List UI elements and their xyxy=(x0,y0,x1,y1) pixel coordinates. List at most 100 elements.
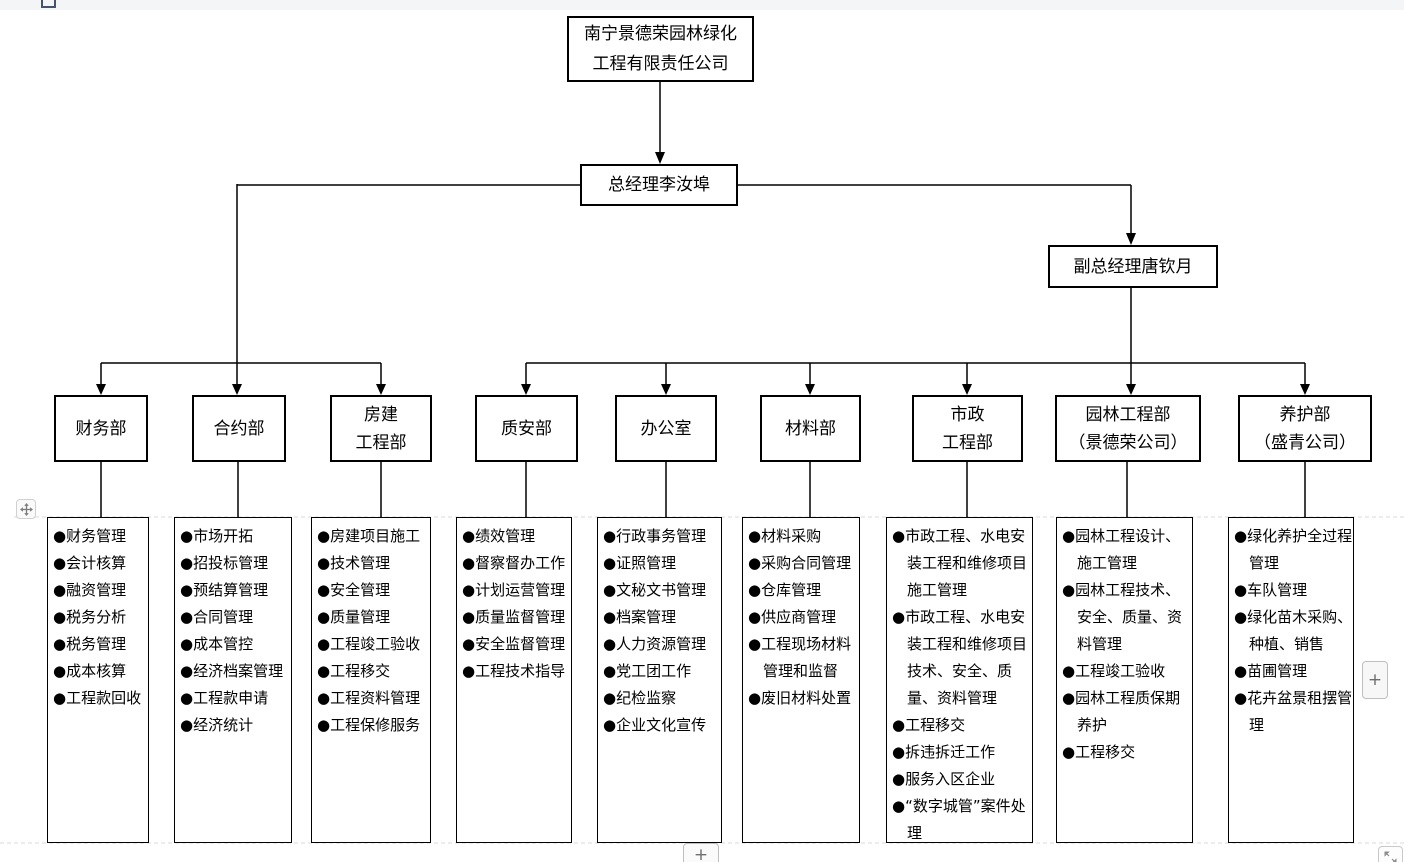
duty-item: ●园林工程设计、施工管理 xyxy=(1062,527,1181,572)
resize-arrows-icon xyxy=(1384,851,1397,862)
duty-item: ●工程资料管理 xyxy=(317,689,421,707)
duty-item: ●成本核算 xyxy=(53,662,127,680)
duty-item: ●房建项目施工 xyxy=(317,527,421,545)
move-arrows-icon xyxy=(19,502,33,516)
duty-item: ●质量监督管理 xyxy=(462,608,566,626)
insert-row-button[interactable]: + xyxy=(683,843,719,862)
duty-item: ●税务分析 xyxy=(53,608,127,626)
department-name: 市政 工程部 xyxy=(942,404,993,453)
deputy-general-manager-name: 副总经理唐钦月 xyxy=(1073,256,1193,277)
duty-item: ●证照管理 xyxy=(603,554,677,572)
duty-list[interactable]: ●行政事务管理●证照管理●文秘文书管理●档案管理●人力资源管理●党工团工作●纪检… xyxy=(597,517,722,843)
duty-item: ●工程竣工验收 xyxy=(1062,662,1166,680)
table-move-handle[interactable] xyxy=(16,499,36,519)
department-name: 合约部 xyxy=(213,418,265,439)
duty-item: ●园林工程质保期养护 xyxy=(1062,689,1181,734)
department-box[interactable]: 房建 工程部 xyxy=(330,395,432,462)
duty-item: ●市政工程、水电安装工程和维修项目技术、安全、质量、资料管理 xyxy=(892,608,1028,707)
department-box[interactable]: 办公室 xyxy=(615,395,717,462)
duty-item: ●技术管理 xyxy=(317,554,391,572)
duty-item: ●工程款回收 xyxy=(53,689,142,707)
department-box[interactable]: 市政 工程部 xyxy=(912,395,1023,462)
duty-item: ●经济档案管理 xyxy=(180,662,284,680)
department-name: 园林工程部 （景德荣公司） xyxy=(1068,404,1188,453)
duty-item: ●车队管理 xyxy=(1234,581,1308,599)
duty-item: ●服务入区企业 xyxy=(892,770,996,788)
duty-list[interactable]: ●材料采购 ●采购合同管理 ●仓库管理 ●供应商管理 ●工程现场材料管理和监督 ●废旧材料… xyxy=(742,517,860,843)
plus-icon: + xyxy=(1367,670,1383,690)
duty-list[interactable]: ●市场开拓 ●招投标管理 ●预结算管理 ●合同管理 ●成本管控 ●经济档案管理 ●工程款申请… xyxy=(174,517,292,843)
duty-item: ●工程竣工验收 xyxy=(317,635,421,653)
general-manager-name: 总经理李汝埠 xyxy=(608,175,710,195)
department-box[interactable]: 养护部 （盛青公司） xyxy=(1238,395,1372,462)
department-name: 房建 工程部 xyxy=(355,404,407,453)
duty-item: ●工程移交 xyxy=(1062,743,1136,761)
duty-item: ●行政事务管理 xyxy=(603,527,707,545)
duty-item: ●“数字城管”案件处理 xyxy=(892,797,1026,842)
duty-item: ●拆违拆迁工作 xyxy=(892,743,996,761)
page-top-strip xyxy=(0,0,1404,10)
insert-column-button[interactable]: + xyxy=(1362,661,1388,699)
duty-item: ●文秘文书管理 xyxy=(603,581,707,599)
department-box[interactable]: 合约部 xyxy=(192,395,286,462)
duty-item: ●人力资源管理 xyxy=(603,635,707,653)
duty-item: ●财务管理 xyxy=(53,527,127,545)
duty-list[interactable]: ●房建项目施工 ●技术管理 ●安全管理 ●质量管理 ●工程竣工验收 ●工程移交 ●工程资料管… xyxy=(311,517,431,843)
anchor-square-icon[interactable] xyxy=(41,0,56,8)
duty-item: ●绿化苗木采购、种植、销售 xyxy=(1234,608,1353,653)
duty-item: ●党工团工作 xyxy=(603,662,692,680)
duty-item: ●绿化养护全过程管理 xyxy=(1234,527,1353,572)
duty-item: ●质量管理 xyxy=(317,608,391,626)
department-box[interactable]: 材料部 xyxy=(760,395,861,462)
department-name: 财务部 xyxy=(75,418,127,439)
duty-item: ●招投标管理 xyxy=(180,554,269,572)
plus-icon: + xyxy=(693,845,709,862)
duty-item: ●督察督办工作 xyxy=(462,554,566,572)
duty-item: ●工程技术指导 xyxy=(462,662,566,680)
duty-item: ●融资管理 xyxy=(53,581,127,599)
company-name: 南宁景德荣园林绿化 工程有限责任公司 xyxy=(584,24,737,74)
duty-item: ●合同管理 xyxy=(180,608,254,626)
duty-item: ●废旧材料处置 xyxy=(748,689,852,707)
org-node-company[interactable]: 南宁景德荣园林绿化 工程有限责任公司 xyxy=(567,16,754,82)
duty-item: ●经济统计 xyxy=(180,716,254,734)
department-box[interactable]: 园林工程部 （景德荣公司） xyxy=(1055,395,1201,462)
duty-item: ●成本管控 xyxy=(180,635,254,653)
duty-item: ●安全管理 xyxy=(317,581,391,599)
duty-list[interactable]: ●绿化养护全过程管理 ●车队管理 ●绿化苗木采购、种植、销售 ●苗圃管理 ●花卉盆景租摆… xyxy=(1228,517,1354,843)
duty-list[interactable]: ●市政工程、水电安装工程和维修项目施工管理 ●市政工程、水电安装工程和维修项目技术… xyxy=(886,517,1033,843)
duty-item: ●工程保修服务 xyxy=(317,716,421,734)
department-box[interactable]: 财务部 xyxy=(54,395,148,462)
duty-list[interactable]: ●财务管理 ●会计核算 ●融资管理 ●税务分析 ●税务管理 ●成本核算 ●工程款回收 xyxy=(47,517,149,843)
duty-item: ●花卉盆景租摆管理 xyxy=(1234,689,1353,734)
duty-item: ●供应商管理 xyxy=(748,608,837,626)
department-name: 养护部 （盛青公司） xyxy=(1254,404,1356,453)
duty-item: ●工程移交 xyxy=(892,716,966,734)
org-node-general-manager[interactable]: 总经理李汝埠 xyxy=(580,164,738,206)
duty-item: ●材料采购 xyxy=(748,527,822,545)
duty-item: ●仓库管理 xyxy=(748,581,822,599)
duty-item: ●计划运营管理 xyxy=(462,581,566,599)
department-name: 材料部 xyxy=(785,418,836,439)
duty-item: ●安全监督管理 xyxy=(462,635,566,653)
duty-item: ●市场开拓 xyxy=(180,527,254,545)
duty-item: ●园林工程技术、安全、质量、资料管理 xyxy=(1062,581,1183,653)
duty-item: ●预结算管理 xyxy=(180,581,269,599)
duty-item: ●工程款申请 xyxy=(180,689,269,707)
duty-item: ●工程现场材料管理和监督 xyxy=(748,635,852,680)
duty-item: ●企业文化宣传 xyxy=(603,716,707,734)
duty-item: ●苗圃管理 xyxy=(1234,662,1308,680)
duty-item: ●会计核算 xyxy=(53,554,127,572)
duty-list[interactable]: ●园林工程设计、施工管理 ●园林工程技术、安全、质量、资料管理 ●工程竣工验收 ●园林… xyxy=(1056,517,1193,843)
duty-list[interactable]: ●绩效管理 ●督察督办工作 ●计划运营管理 ●质量监督管理 ●安全监督管理 ●工程技术指导 xyxy=(456,517,572,843)
duty-item: ●绩效管理 xyxy=(462,527,536,545)
duty-item: ●档案管理 xyxy=(603,608,677,626)
org-node-deputy-general-manager[interactable]: 副总经理唐钦月 xyxy=(1048,245,1218,288)
duty-item: ●税务管理 xyxy=(53,635,127,653)
duty-item: ●工程移交 xyxy=(317,662,391,680)
duty-item: ●采购合同管理 xyxy=(748,554,852,572)
duty-item: ●市政工程、水电安装工程和维修项目施工管理 xyxy=(892,527,1028,599)
table-resize-handle[interactable] xyxy=(1378,846,1403,862)
department-box[interactable]: 质安部 xyxy=(475,395,578,462)
